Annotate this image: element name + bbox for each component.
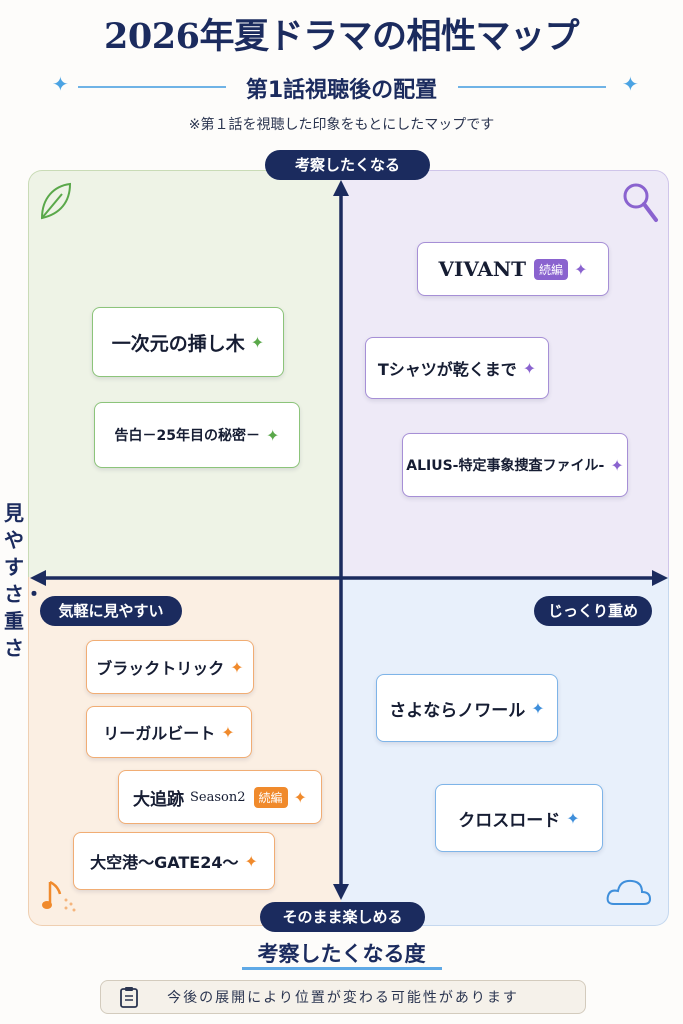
axis-label-bottom: そのまま楽しめる xyxy=(260,902,425,932)
card-title: 告白－25年目の秘密－ xyxy=(114,428,261,444)
y-axis-title: 見やすさ・重さ xyxy=(4,501,44,660)
card-tshirt: Tシャツが乾くまで ✦ xyxy=(365,337,549,399)
sparkle-icon: ✦ xyxy=(244,851,258,871)
card-season: Season2 xyxy=(190,789,246,805)
card-title: リーガルビート xyxy=(103,724,216,743)
axis-label-right: じっくり重め xyxy=(534,596,652,626)
sparkle-icon: ✦ xyxy=(266,425,280,445)
axis-label-left: 気軽に見やすい xyxy=(40,596,182,626)
card-alius: ALIUS-特定事象捜査ファイル- ✦ xyxy=(402,433,628,497)
footer-note: 今後の展開により位置が変わる可能性があります xyxy=(100,980,586,1014)
sparkle-icon: ✦ xyxy=(531,698,545,718)
cloud-icon xyxy=(606,879,652,905)
sparkle-icon: ✦ xyxy=(566,808,580,828)
card-title: さよならノワール xyxy=(389,700,526,721)
card-sayonara: さよならノワール ✦ xyxy=(376,674,558,742)
page-title: 2026年夏ドラマの相性マップ xyxy=(104,16,579,57)
quadrant-bottom-right xyxy=(341,577,669,926)
sparkle-icon: ✦ xyxy=(574,259,588,279)
sparkle-icon: ✦ xyxy=(610,455,624,475)
card-legalbeat: リーガルビート ✦ xyxy=(86,706,252,758)
sparkle-icon: ✦ xyxy=(522,358,537,378)
card-ichiji: 一次元の挿し木 ✦ xyxy=(92,307,284,377)
divider xyxy=(458,86,606,88)
sparkle-icon: ✦ xyxy=(293,787,307,807)
card-daikuko: 大空港～GATE24～ ✦ xyxy=(73,832,275,890)
axis-label-top: 考察したくなる xyxy=(265,150,430,180)
x-axis-title-underline xyxy=(242,967,442,970)
top-note: ※第１話を視聴した印象をもとにしたマップです xyxy=(188,117,495,133)
music-note-icon xyxy=(42,880,76,912)
card-title: ALIUS-特定事象捜査ファイル- xyxy=(406,458,605,474)
card-title: 一次元の挿し木 xyxy=(111,332,245,355)
sequel-badge: 続編 xyxy=(253,786,288,808)
divider xyxy=(78,86,226,88)
magnifier-icon xyxy=(623,183,658,222)
footer-text: 今後の展開により位置が変わる可能性があります xyxy=(167,990,519,1006)
card-kokuhaku: 告白－25年目の秘密－ ✦ xyxy=(94,402,300,468)
card-daitsuiseki: 大追跡 Season2 続編 ✦ xyxy=(118,770,322,824)
card-title: 大追跡 xyxy=(133,789,185,810)
subtitle-row: ✦ 第1話視聴後の配置 ✦ xyxy=(0,70,683,103)
sparkle-icon: ✦ xyxy=(622,72,639,96)
card-title: ブラックトリック xyxy=(96,659,225,678)
sequel-badge: 続編 xyxy=(534,258,569,280)
clipboard-icon xyxy=(120,987,138,1008)
sparkle-icon: ✦ xyxy=(230,657,244,677)
card-title: Tシャツが乾くまで xyxy=(377,360,517,379)
subtitle: 第1話視聴後の配置 xyxy=(245,78,438,103)
x-axis-title: 考察したくなる度 xyxy=(257,942,426,966)
card-blacktrick: ブラックトリック ✦ xyxy=(86,640,254,694)
card-vivant: VIVANT 続編 ✦ xyxy=(417,242,609,296)
sparkle-icon: ✦ xyxy=(52,72,69,96)
card-crossroad: クロスロード ✦ xyxy=(435,784,603,852)
sparkle-icon: ✦ xyxy=(250,332,265,352)
sparkle-icon: ✦ xyxy=(221,722,235,742)
card-title: VIVANT xyxy=(438,257,527,281)
card-title: クロスロード xyxy=(458,810,561,831)
leaf-icon xyxy=(40,182,72,220)
card-title: 大空港～GATE24～ xyxy=(90,853,239,872)
